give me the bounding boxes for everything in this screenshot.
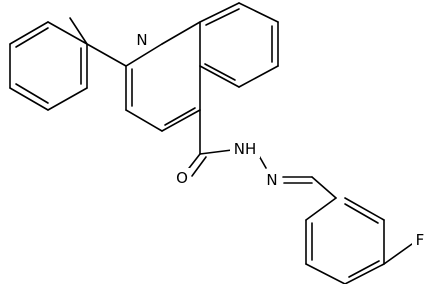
quinoline-benzo-ring (161, 2, 279, 88)
amide-nh-label: NH (234, 140, 257, 158)
carbonyl-oxygen-label: O (176, 169, 188, 187)
fluorine-label: F (416, 231, 425, 249)
imine-nitrogen-label: N (266, 171, 277, 189)
hydrazide-chain (185, 109, 337, 199)
quinoline-pyridine-ring (125, 43, 201, 132)
fluorophenyl-ring (305, 197, 413, 284)
ring-nitrogen-label: N (136, 31, 147, 49)
tolyl-ring (9, 17, 127, 111)
